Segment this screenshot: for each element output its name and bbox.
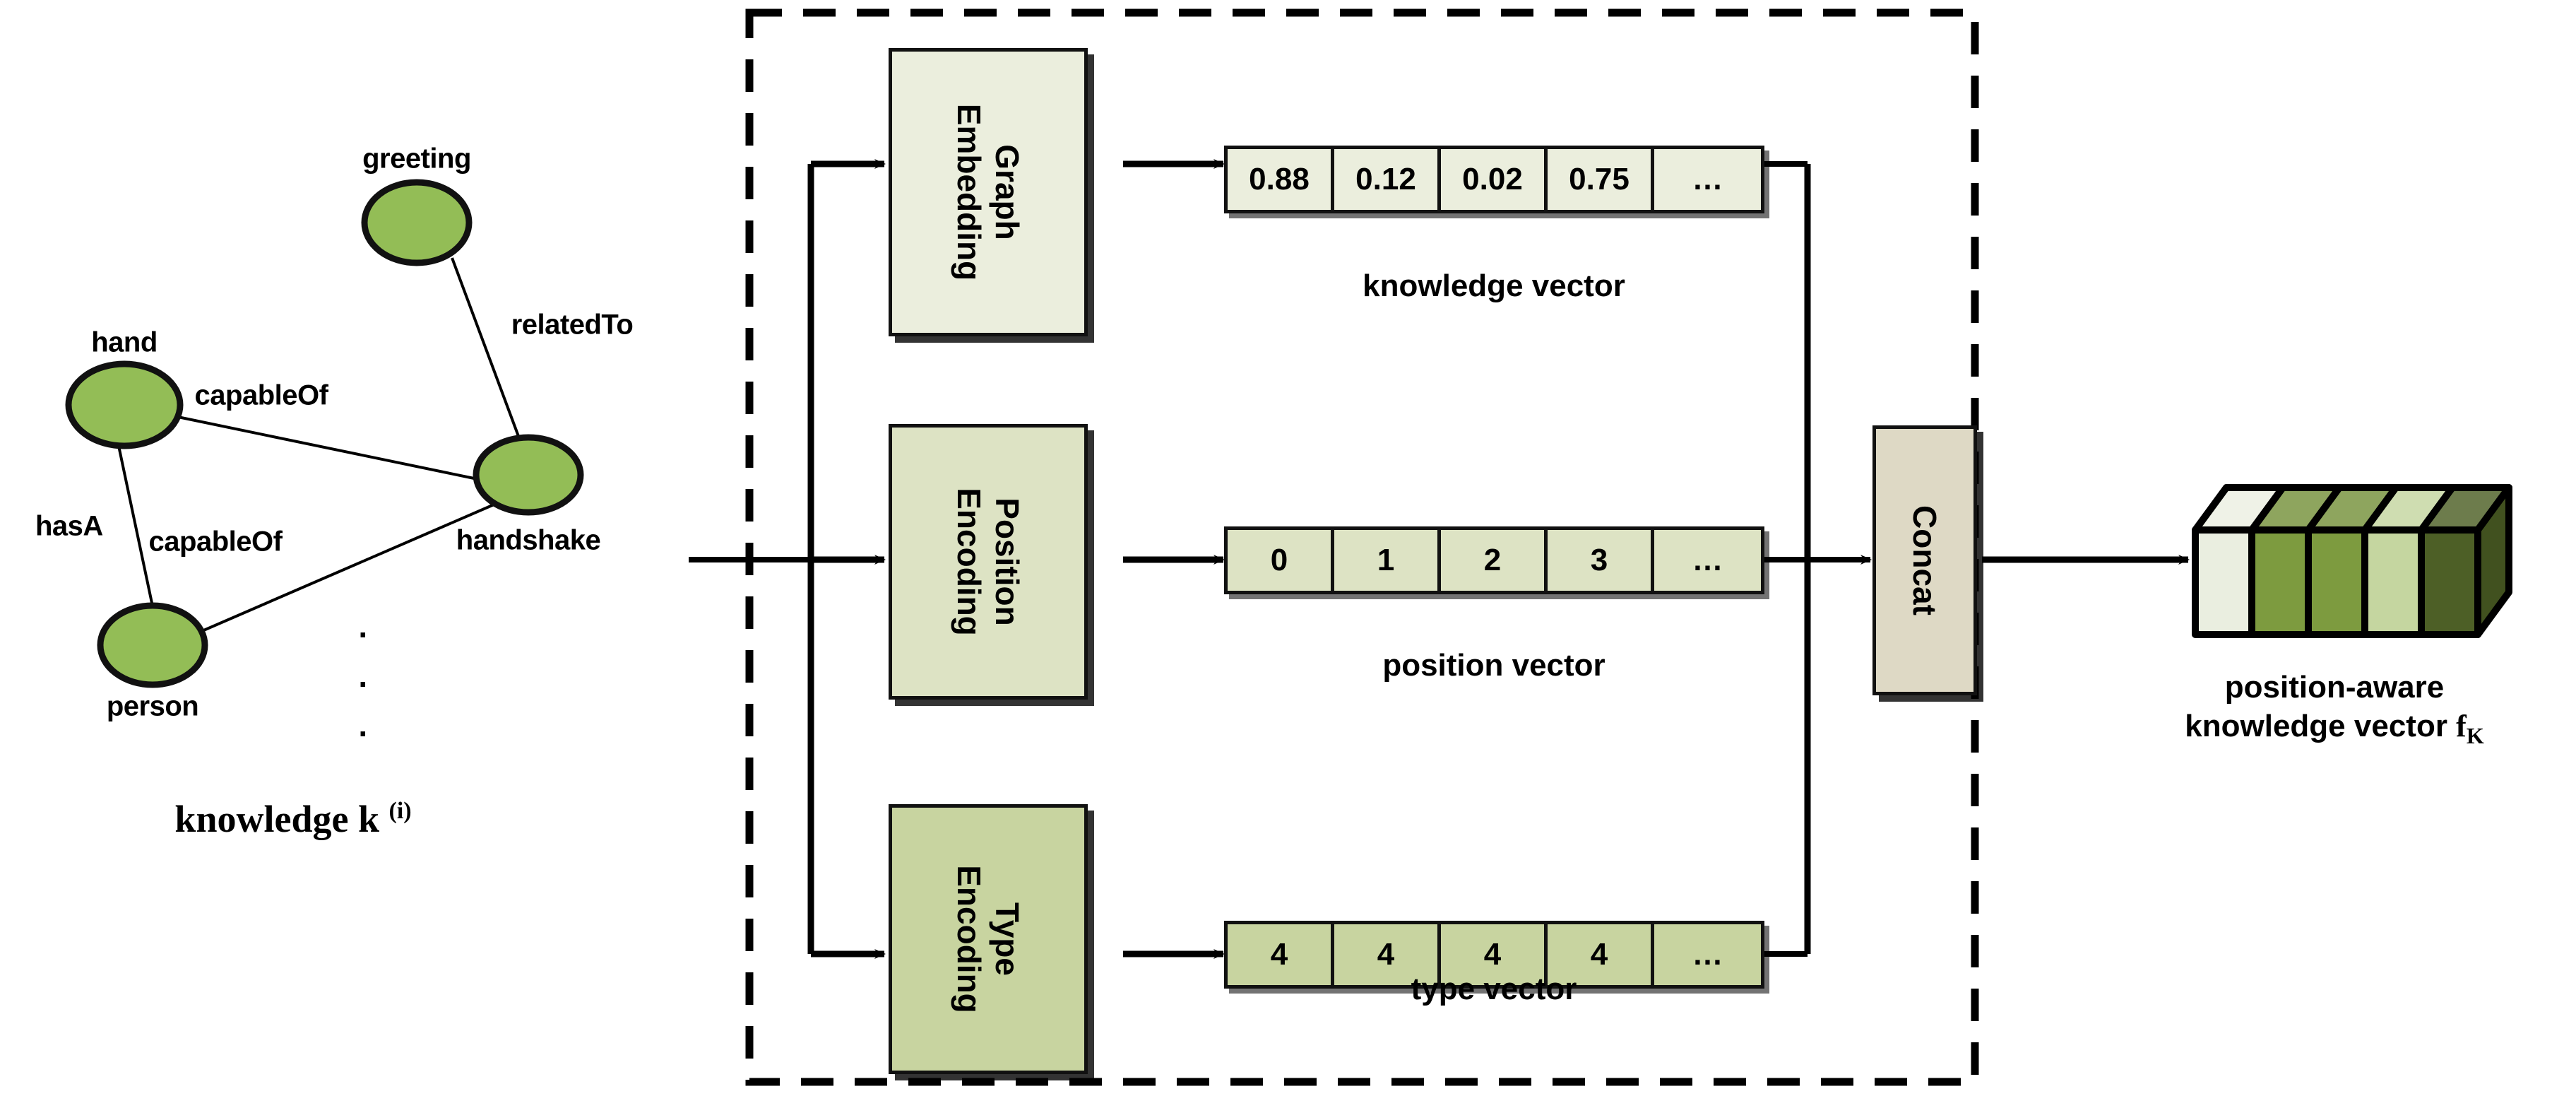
vector-type-cell: …: [1692, 937, 1723, 972]
kg-edges: [117, 257, 521, 632]
kg-caption: knowledge k (i): [174, 797, 411, 841]
vector-type: 4 4 4 4 …: [1224, 921, 1764, 989]
vector-position-cell: 0: [1228, 530, 1334, 591]
kg-node-label-greeting: greeting: [362, 143, 471, 175]
kg-ellipsis-dot-1: ·: [358, 616, 369, 653]
edge-hand-person: [117, 445, 154, 607]
module-dashed-boundary: [745, 8, 1979, 1086]
vector-position: 0 1 2 3 …: [1224, 526, 1764, 594]
kg-edge-label-hasa: hasA: [35, 510, 103, 542]
kg-node-label-person: person: [106, 690, 199, 722]
output-caption-line2-wrap: knowledge vector fK: [2185, 707, 2483, 750]
edge-hand-handshake: [177, 416, 478, 481]
kg-node-greeting[interactable]: [361, 179, 473, 266]
vector-type-cell: 4: [1334, 924, 1441, 985]
kg-caption-sup: (i): [388, 798, 412, 824]
vector-type-cell: 4: [1548, 924, 1654, 985]
vector-type-caption: type vector: [1411, 972, 1577, 1006]
kg-caption-superscript: [379, 798, 389, 840]
vector-position-cell: …: [1692, 543, 1723, 577]
box-concat[interactable]: Concat: [1872, 425, 1977, 695]
kg-node-person[interactable]: [97, 602, 208, 688]
vector-knowledge: 0.88 0.12 0.02 0.75 …: [1224, 146, 1764, 213]
kg-node-label-hand: hand: [91, 326, 158, 358]
vector-type-cell: 4: [1228, 924, 1334, 985]
box-concat-label: Concat: [1906, 505, 1943, 615]
edge-person-handshake: [201, 502, 498, 632]
kg-node-label-handshake: handshake: [456, 524, 601, 556]
kg-ellipsis-dot-3: ·: [358, 715, 369, 752]
edge-greeting-handshake: [451, 257, 521, 439]
vector-knowledge-cell: …: [1692, 162, 1723, 196]
kg-edge-label-relatedto: relatedTo: [511, 309, 634, 341]
vector-position-cell: 2: [1441, 530, 1548, 591]
output-symbol: f: [2456, 709, 2467, 743]
vector-knowledge-cell: 0.02: [1441, 149, 1548, 210]
vector-knowledge-cell: 0.12: [1334, 149, 1441, 210]
kg-ellipsis-dot-2: ·: [358, 666, 369, 702]
kg-node-hand[interactable]: [65, 360, 184, 449]
vector-position-caption: position vector: [1382, 648, 1605, 683]
output-caption-line1: position-aware: [2224, 670, 2445, 705]
vector-type-cell: 4: [1441, 924, 1548, 985]
box-to-vector-arrows: [1123, 159, 1225, 959]
output-caption-line2: knowledge vector: [2185, 709, 2457, 743]
kg-node-handshake[interactable]: [473, 434, 584, 516]
input-arrows: [689, 159, 886, 959]
kg-edge-label-capableof-person: capableOf: [148, 526, 283, 558]
kg-edge-label-capableof-hand: capableOf: [194, 379, 328, 411]
vector-knowledge-cell: 0.88: [1228, 149, 1334, 210]
output-caption: position-aware knowledge vector fK: [2185, 668, 2483, 750]
vector-knowledge-cell: 0.75: [1548, 149, 1654, 210]
output-symbol-subscript: K: [2466, 722, 2484, 748]
vector-knowledge-caption: knowledge vector: [1363, 269, 1625, 303]
vector-position-cell: 1: [1334, 530, 1441, 591]
kg-caption-text: knowledge k: [174, 798, 379, 840]
vector-position-cell: 3: [1548, 530, 1654, 591]
vector-merge-lines: [1762, 161, 1872, 957]
